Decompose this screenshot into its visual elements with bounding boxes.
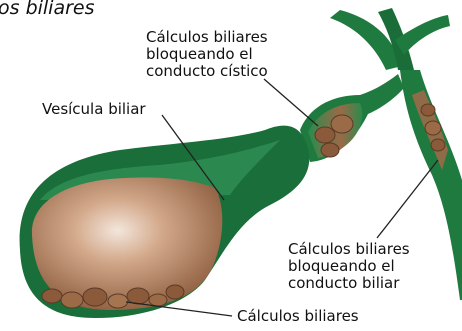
cystic-duct-label-line-3: conducto cístico bbox=[146, 63, 268, 80]
bile-duct-label-line-1: Cálculos biliares bbox=[288, 241, 410, 258]
gallbladder-interior bbox=[32, 177, 222, 310]
cystic-duct-label-line-1: Cálculos biliares bbox=[146, 29, 268, 46]
bile-duct-label-line-3: conducto biliar bbox=[288, 275, 410, 292]
bile-duct-label: Cálculos biliares bloqueando el conducto… bbox=[288, 241, 410, 292]
hepatic-duct-branch bbox=[395, 15, 450, 55]
gallbladder-label: Vesícula biliar bbox=[42, 101, 146, 118]
diagram-title: os biliares bbox=[0, 0, 95, 17]
cystic-duct-label: Cálculos biliares bloqueando el conducto… bbox=[146, 29, 268, 80]
bile-duct-label-line-2: bloqueando el bbox=[288, 258, 410, 275]
cystic-duct-label-line-2: bloqueando el bbox=[146, 46, 268, 63]
stones-label: Cálculos biliares bbox=[237, 308, 359, 325]
